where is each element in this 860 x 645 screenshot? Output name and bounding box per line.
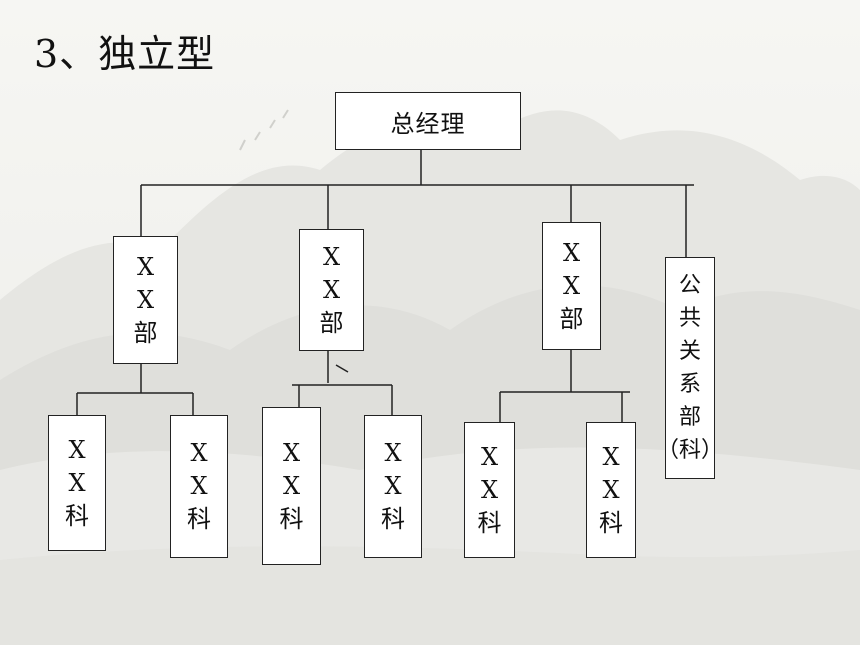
department-label: X X 部 bbox=[319, 242, 344, 337]
section-box: X X 科 bbox=[464, 422, 515, 558]
general-manager-box: 总经理 bbox=[335, 92, 521, 150]
public-relations-label: 公 共 关 系 部 （科） bbox=[657, 273, 724, 463]
slide-title: 3、独立型 bbox=[34, 32, 216, 76]
department-label: X X 部 bbox=[133, 252, 158, 347]
section-box: X X 科 bbox=[262, 407, 321, 565]
section-box: X X 科 bbox=[364, 415, 422, 558]
section-box: X X 科 bbox=[586, 422, 636, 558]
department-box-1: X X 部 bbox=[113, 236, 178, 364]
department-box-2: X X 部 bbox=[299, 229, 364, 351]
section-label: X X 科 bbox=[65, 435, 89, 530]
section-label: X X 科 bbox=[477, 442, 502, 537]
section-label: X X 科 bbox=[279, 438, 304, 533]
general-manager-label: 总经理 bbox=[390, 109, 466, 138]
department-label: X X 部 bbox=[559, 238, 584, 333]
section-label: X X 科 bbox=[381, 439, 405, 533]
section-box: X X 科 bbox=[48, 415, 106, 551]
section-box: X X 科 bbox=[170, 415, 228, 558]
section-label: X X 科 bbox=[187, 439, 211, 533]
department-box-3: X X 部 bbox=[542, 222, 601, 350]
public-relations-box: 公 共 关 系 部 （科） bbox=[657, 257, 723, 479]
section-label: X X 科 bbox=[599, 442, 623, 537]
